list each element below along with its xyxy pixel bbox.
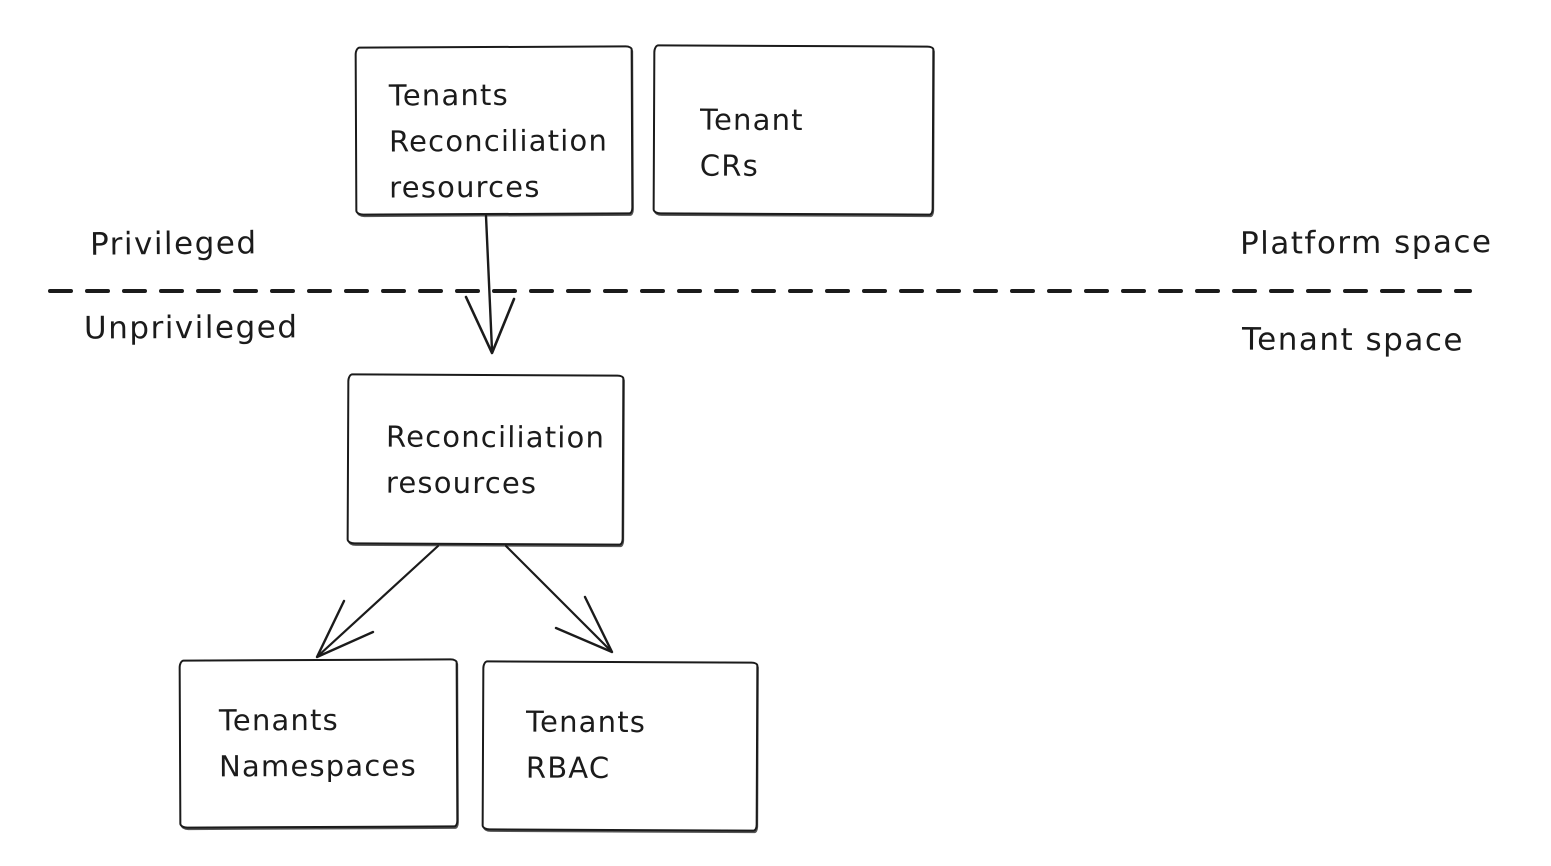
zone-label-unprivileged: Unprivileged [83, 309, 299, 347]
node-label-line: Reconciliation [386, 419, 606, 455]
node-tenant-crs: Tenant CRs [652, 44, 935, 216]
node-label-line: resources [385, 465, 538, 501]
node-label-line: Tenants [218, 702, 340, 738]
arrow-reconciliation-to-rbac [504, 544, 614, 654]
arrow-reconciliation-to-namespaces [315, 544, 440, 659]
node-label-line: Reconciliation [388, 123, 609, 159]
zone-label-platform-space: Platform space [1239, 224, 1493, 262]
node-label-line: RBAC [525, 750, 611, 785]
zone-label-tenant-space: Tenant space [1241, 321, 1465, 359]
zone-label-privileged: Privileged [89, 225, 258, 263]
node-tenants-reconciliation-resources: Tenants Reconciliation resources [354, 45, 634, 216]
node-label-line: Tenants [388, 77, 509, 113]
node-label-line: resources [389, 169, 541, 205]
node-tenants-namespaces: Tenants Namespaces [178, 658, 459, 829]
arrow-tenants-reconciliation-to-reconciliation [464, 214, 516, 355]
node-label-line: Namespaces [219, 748, 417, 784]
node-label-line: CRs [699, 148, 760, 183]
node-reconciliation-resources: Reconciliation resources [346, 373, 625, 546]
node-tenants-rbac: Tenants RBAC [481, 660, 759, 832]
node-label-line: Tenants [526, 704, 647, 740]
node-label-line: Tenant [699, 102, 804, 138]
